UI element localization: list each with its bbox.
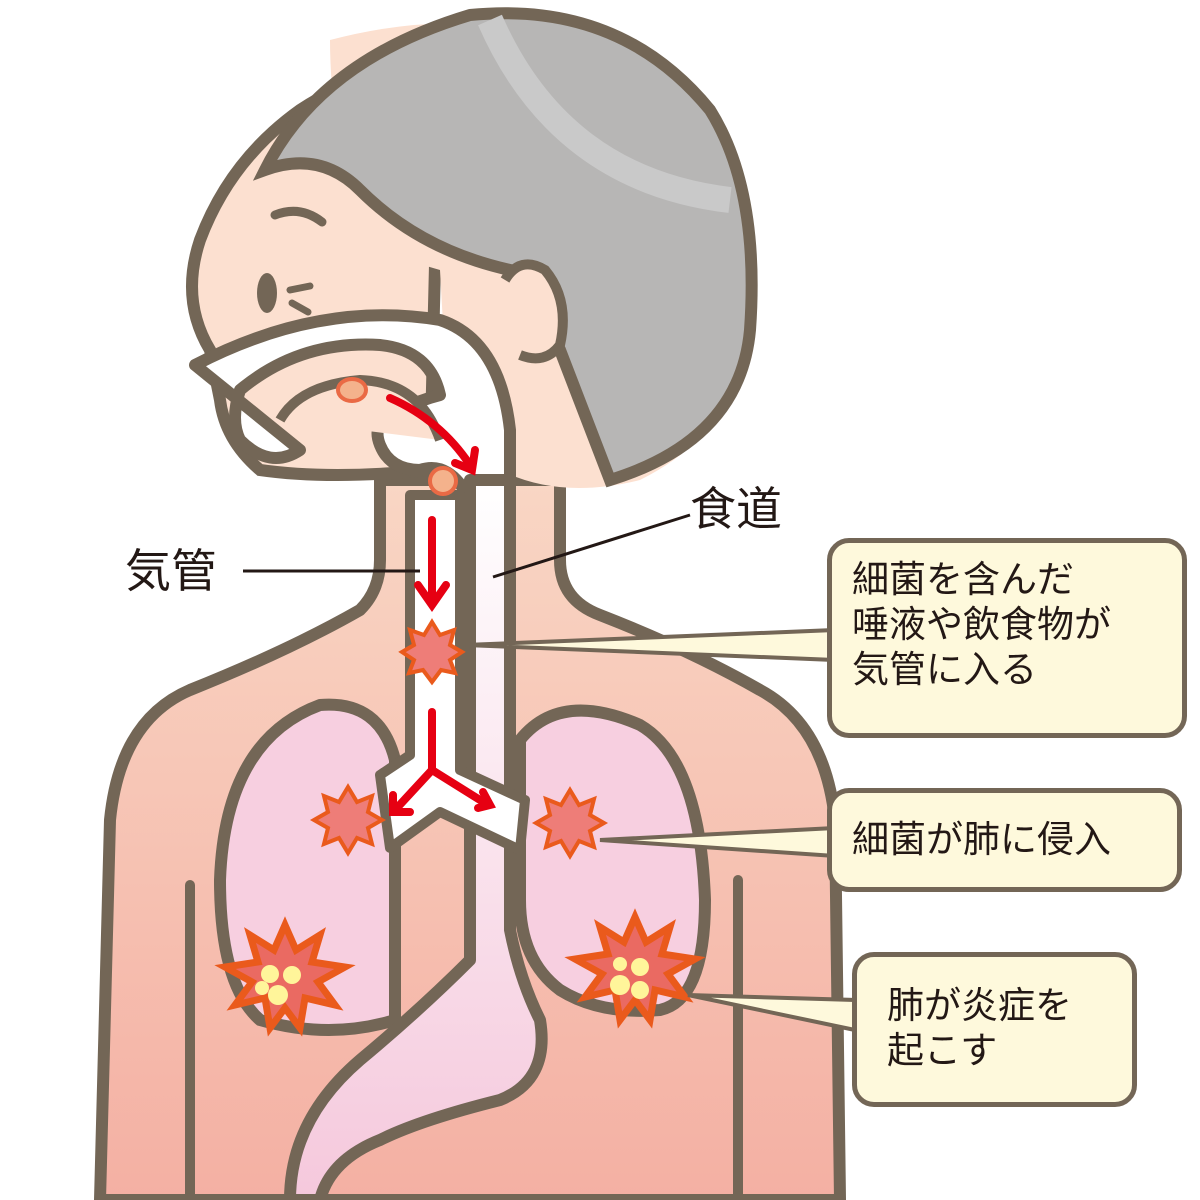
- callout-lung-inflammation: 肺が炎症を 起こす: [852, 952, 1137, 1107]
- head: [186, 7, 758, 488]
- saliva-particles: [336, 377, 458, 496]
- bacteria-right-bronchus: [309, 783, 387, 857]
- esophagus: [284, 474, 548, 1200]
- ear: [500, 259, 568, 364]
- inflammation-spots: [255, 957, 649, 1005]
- callout-bacteria-invade-lungs: 細菌が肺に侵入: [827, 788, 1182, 892]
- callout-line: 起こす: [887, 1029, 998, 1073]
- hair: [252, 7, 758, 488]
- callout-line: 気管に入る: [852, 648, 1037, 692]
- eye: [257, 273, 277, 313]
- callout-pointers: [464, 627, 857, 1033]
- leader-lines: [243, 513, 691, 579]
- callout-line: 細菌を含んだ: [852, 558, 1074, 601]
- bacteria-left-bronchus: [531, 786, 609, 860]
- callout-line: 肺が炎症を: [887, 984, 1072, 1027]
- callout-line: 唾液や飲食物が: [852, 603, 1111, 647]
- trachea-label: 気管: [125, 544, 217, 598]
- callout-line: 細菌が肺に侵入: [852, 818, 1111, 861]
- flow-arrows: [386, 394, 496, 816]
- callout-bacteria-enter-trachea: 細菌を含んだ 唾液や飲食物が 気管に入る: [827, 538, 1187, 738]
- bacteria-trachea: [398, 618, 466, 686]
- esophagus-label: 食道: [690, 482, 782, 536]
